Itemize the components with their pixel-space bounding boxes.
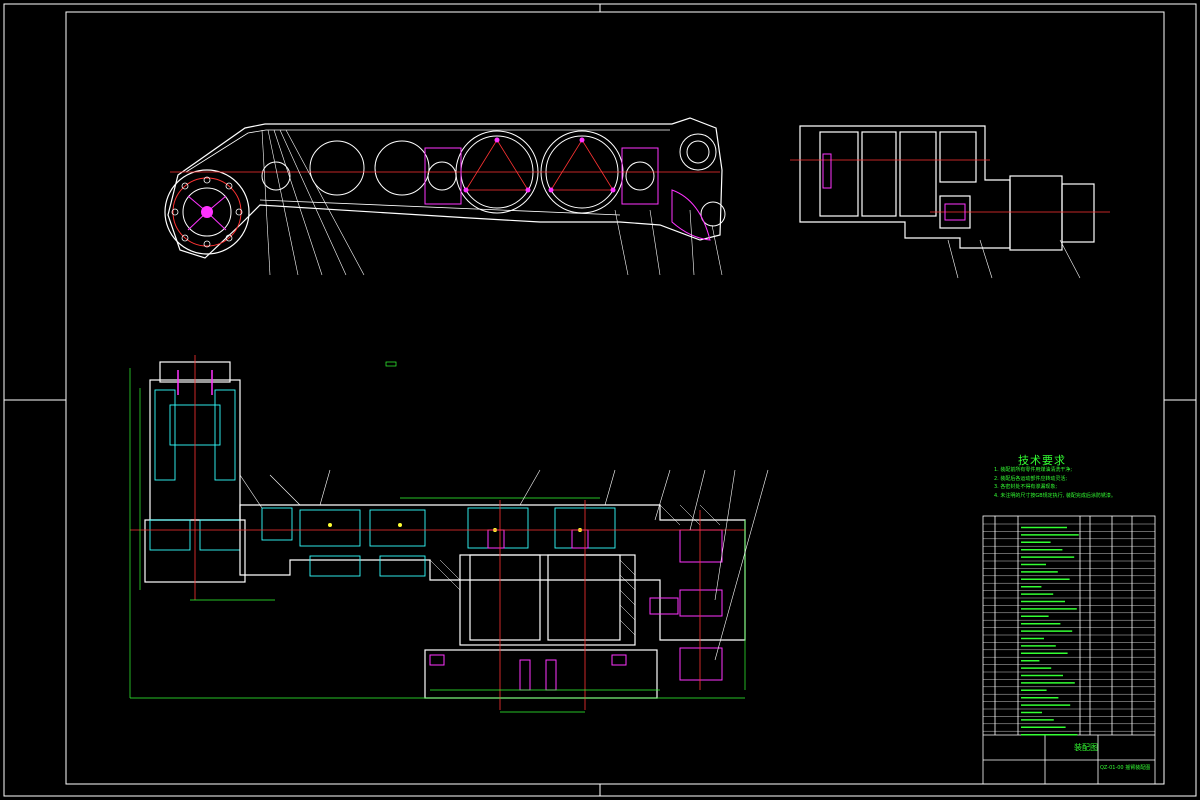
tech-note: 3. 各密封处不得有渗漏现象; — [994, 484, 1058, 490]
drawing-name: 装配图 — [1074, 743, 1098, 752]
gearbox-section-view — [129, 355, 769, 713]
technical-requirements-notes: 1. 装配前所有零件用煤油清洗干净; 2. 装配后各运动部件应转动灵活; 3. … — [994, 466, 1154, 500]
drawing-number: QZ-01-00 摇臂装配图 — [1100, 765, 1151, 771]
sheet-border — [3, 3, 1197, 797]
parts-list-table — [982, 515, 1156, 785]
arm-elevation-view — [164, 117, 726, 276]
technical-requirements-title: 技术要求 — [1018, 454, 1066, 467]
tech-note: 2. 装配后各运动部件应转动灵活; — [994, 475, 1068, 482]
tech-note: 1. 装配前所有零件用煤油清洗干净; — [994, 467, 1073, 473]
parts-list-rows — [983, 523, 1155, 732]
parts-list-entries — [1021, 526, 1079, 736]
arm-side-view — [790, 125, 1110, 279]
tech-note: 4. 未注明的尺寸按GB规定执行, 装配完成后涂防锈漆。 — [994, 492, 1116, 499]
